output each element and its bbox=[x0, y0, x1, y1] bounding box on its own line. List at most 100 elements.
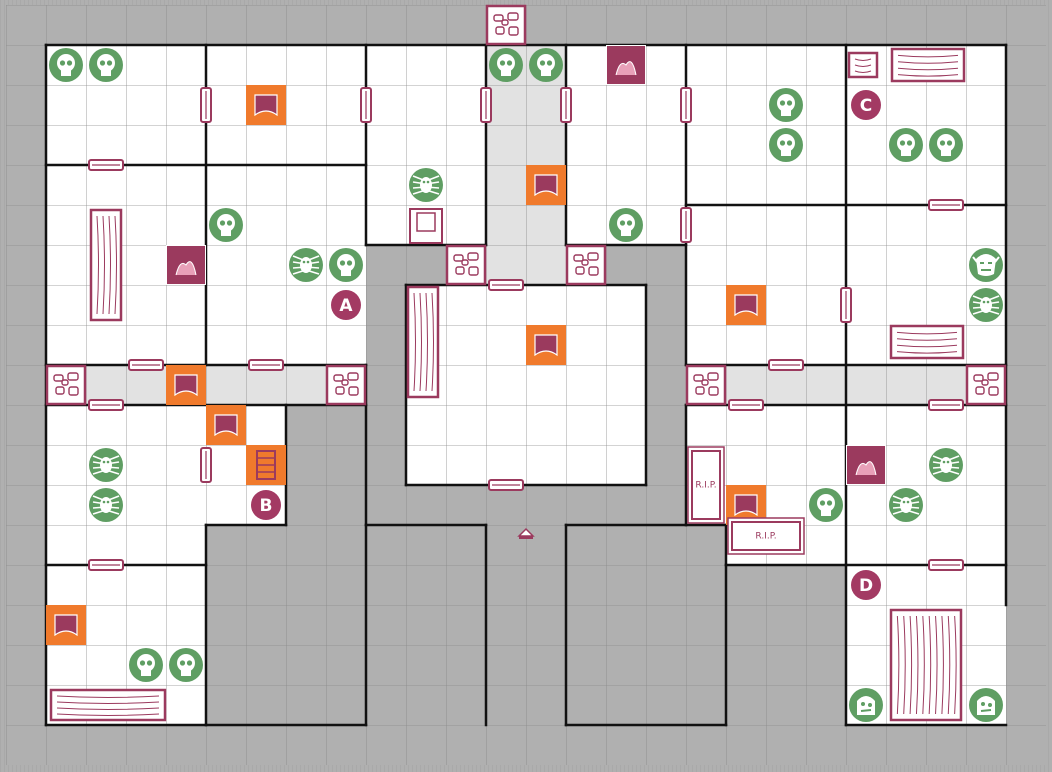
rubble-icon bbox=[565, 244, 607, 286]
rubble-stone bbox=[581, 259, 589, 266]
wood-grain bbox=[922, 615, 925, 715]
spider-icon[interactable] bbox=[89, 488, 123, 522]
skull-eye bbox=[786, 100, 793, 106]
skull-icon[interactable] bbox=[49, 48, 83, 82]
rubble-icon bbox=[45, 364, 87, 406]
skull-jaw bbox=[101, 70, 111, 76]
door-icon[interactable] bbox=[680, 87, 692, 123]
skull-icon[interactable] bbox=[89, 48, 123, 82]
tomb-horizontal: R.I.P. bbox=[727, 517, 805, 555]
door-icon[interactable] bbox=[560, 87, 572, 123]
door-icon[interactable] bbox=[200, 87, 212, 123]
pit-trap-icon[interactable] bbox=[246, 85, 286, 125]
quest-marker-c[interactable]: C bbox=[851, 90, 881, 120]
spider-eye bbox=[982, 300, 986, 304]
door-icon[interactable] bbox=[928, 399, 964, 411]
rubble-stone bbox=[575, 266, 585, 275]
spider-leg bbox=[892, 506, 907, 509]
skull-icon[interactable] bbox=[209, 208, 243, 242]
stairs-marker-icon[interactable] bbox=[517, 527, 535, 539]
skull-icon[interactable] bbox=[769, 88, 803, 122]
spider-leg bbox=[905, 509, 920, 515]
skull-shape bbox=[937, 134, 955, 152]
pit-trap-icon[interactable] bbox=[526, 325, 566, 365]
zombie-icon[interactable] bbox=[849, 688, 883, 722]
door-icon[interactable] bbox=[200, 447, 212, 483]
skull-shape bbox=[97, 54, 115, 72]
skull-icon[interactable] bbox=[769, 128, 803, 162]
door-icon[interactable] bbox=[488, 479, 524, 491]
skull-jaw bbox=[781, 150, 791, 156]
spider-leg bbox=[92, 455, 107, 462]
spider-icon[interactable] bbox=[929, 448, 963, 482]
skull-eye bbox=[899, 140, 906, 146]
spider-leg bbox=[105, 495, 120, 502]
spider-icon[interactable] bbox=[969, 288, 1003, 322]
spider-leg bbox=[412, 186, 427, 189]
skull-icon[interactable] bbox=[169, 648, 203, 682]
cupboard-small bbox=[847, 51, 879, 79]
door-icon[interactable] bbox=[728, 399, 764, 411]
wood-grain bbox=[56, 701, 160, 704]
portcullis-trap-icon[interactable] bbox=[246, 445, 286, 485]
pit-trap-icon[interactable] bbox=[526, 165, 566, 205]
door-icon[interactable] bbox=[248, 359, 284, 371]
skull-icon[interactable] bbox=[809, 488, 843, 522]
zombie-eye bbox=[861, 702, 865, 706]
skull-icon[interactable] bbox=[609, 208, 643, 242]
wood-grain bbox=[896, 344, 958, 348]
rubble-stone bbox=[335, 386, 345, 395]
wood-grain bbox=[896, 338, 958, 341]
skull-icon[interactable] bbox=[889, 128, 923, 162]
door-icon[interactable] bbox=[768, 359, 804, 371]
door-icon[interactable] bbox=[360, 87, 372, 123]
door-icon[interactable] bbox=[928, 199, 964, 211]
skull-icon[interactable] bbox=[929, 128, 963, 162]
rubble-stone bbox=[495, 26, 505, 35]
door-icon[interactable] bbox=[88, 399, 124, 411]
spider-icon[interactable] bbox=[409, 168, 443, 202]
door-icon[interactable] bbox=[480, 87, 492, 123]
door-icon[interactable] bbox=[488, 279, 524, 291]
pit-trap-icon[interactable] bbox=[166, 365, 206, 405]
spider-icon[interactable] bbox=[89, 448, 123, 482]
spider-body bbox=[900, 497, 912, 513]
torture-rack bbox=[406, 285, 440, 399]
bookcase-north bbox=[890, 47, 966, 83]
pit-trap-icon[interactable] bbox=[206, 405, 246, 445]
door-icon[interactable] bbox=[88, 159, 124, 171]
rubble-stone bbox=[588, 266, 599, 276]
door-icon[interactable] bbox=[840, 287, 852, 323]
spider-leg bbox=[932, 461, 947, 465]
spider-icon[interactable] bbox=[289, 248, 323, 282]
orc-icon[interactable] bbox=[969, 248, 1003, 282]
quest-marker-b[interactable]: B bbox=[251, 490, 281, 520]
skull-icon[interactable] bbox=[129, 648, 163, 682]
trap-pit bbox=[534, 334, 558, 357]
marker-label: C bbox=[860, 96, 872, 116]
skull-icon[interactable] bbox=[329, 248, 363, 282]
spider-icon[interactable] bbox=[889, 488, 923, 522]
fireplace-fire bbox=[855, 461, 877, 476]
spider-leg bbox=[292, 261, 307, 265]
spider-leg bbox=[92, 461, 107, 465]
spider-leg bbox=[412, 181, 427, 185]
quest-marker-d[interactable]: D bbox=[851, 570, 881, 600]
pit-trap-icon[interactable] bbox=[46, 605, 86, 645]
wood-grain bbox=[56, 713, 160, 716]
rubble-stone bbox=[53, 374, 64, 382]
door-icon[interactable] bbox=[88, 559, 124, 571]
pit-trap-icon[interactable] bbox=[726, 285, 766, 325]
quest-marker-a[interactable]: A bbox=[331, 290, 361, 320]
skull-icon[interactable] bbox=[529, 48, 563, 82]
door-icon[interactable] bbox=[928, 559, 964, 571]
zombie-eye bbox=[988, 703, 992, 707]
door-icon[interactable] bbox=[680, 207, 692, 243]
door-icon[interactable] bbox=[128, 359, 164, 371]
spider-leg bbox=[305, 261, 320, 265]
rubble-stone bbox=[708, 386, 719, 396]
zombie-icon[interactable] bbox=[969, 688, 1003, 722]
skull-icon[interactable] bbox=[489, 48, 523, 82]
skull-eye bbox=[619, 220, 626, 226]
spider-leg bbox=[985, 301, 1000, 305]
